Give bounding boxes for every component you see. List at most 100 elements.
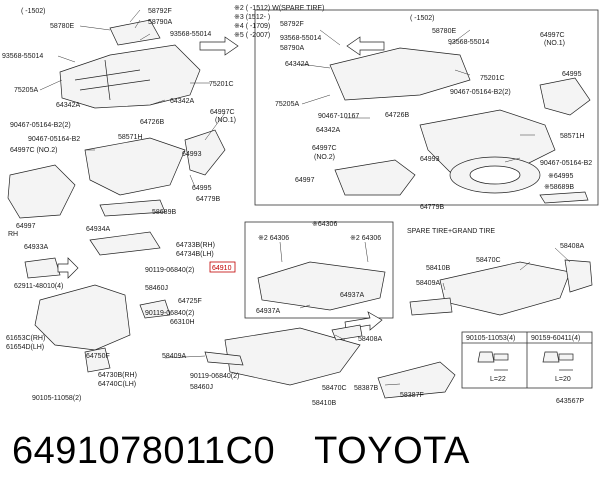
part-label: 58792F <box>148 8 172 15</box>
part-label: 64933A <box>24 244 48 251</box>
part-label: 64342A <box>56 102 80 109</box>
part-label: 58409A <box>416 280 440 287</box>
part-label: 90467-05164-B2 <box>28 136 80 143</box>
note-date-4: ※4 ( -1709) <box>234 23 270 30</box>
note-texts: ( -1502) ※2 ( -1512) W(SPARE TIRE) ※3 (1… <box>8 5 495 238</box>
mat-strip <box>539 191 589 204</box>
part-label: 64997 <box>295 177 315 184</box>
part-label: 58387F <box>400 392 424 399</box>
front-trim-shape <box>377 361 456 399</box>
part-label: 58470C <box>476 257 501 264</box>
bolt-icon <box>542 351 574 363</box>
part-label: 58387B <box>354 385 378 392</box>
part-label: 64937A <box>256 308 280 315</box>
part-label: 64779B <box>420 204 444 211</box>
cover-board <box>257 261 386 311</box>
part-label: 64750F <box>86 353 110 360</box>
top-left-assembly <box>7 19 226 219</box>
highlighted-part-label: 64910 <box>212 265 232 272</box>
part-label: 64995 <box>192 185 212 192</box>
corner-piece <box>539 77 591 116</box>
holder-shape <box>24 257 61 279</box>
part-labels: 58780E 58792F 58790A 93568-55014 93568-5… <box>2 8 592 407</box>
part-label: 64730B(RH) <box>98 372 137 379</box>
storage-box-top <box>109 19 161 46</box>
part-label: ※58689B <box>544 184 574 191</box>
part-label: ※64306 <box>312 221 337 228</box>
arrow-rh <box>57 257 79 279</box>
deck-board-shape <box>224 327 361 386</box>
part-label: ※2 64306 <box>350 235 381 242</box>
part-label: 58792F <box>280 21 304 28</box>
note-date-2: ※2 ( -1512) W(SPARE TIRE) <box>234 5 324 12</box>
part-label: 90467-10167 <box>318 113 359 120</box>
part-label: 90119-06840(2) <box>145 267 194 274</box>
spare-tire-assembly <box>329 47 591 204</box>
diagram-code: 643567P <box>556 398 584 405</box>
part-label: 90159-60411(4) <box>531 335 580 342</box>
part-label: 58790A <box>280 45 304 52</box>
part-label: 75201C <box>209 81 234 88</box>
part-label: ※2 64306 <box>258 235 289 242</box>
arrow-left-top <box>199 36 239 56</box>
note-date-6: ( -1502) <box>410 15 435 22</box>
part-label: 58790A <box>148 19 172 26</box>
part-label: 58408A <box>358 336 382 343</box>
part-label: (NO.1) <box>215 117 236 124</box>
part-label: 66310H <box>170 319 195 326</box>
part-label: 64725F <box>178 298 202 305</box>
part-label: 93568-55014 <box>280 35 321 42</box>
part-label: L=22 <box>490 376 506 383</box>
part-label: 64726B <box>140 119 164 126</box>
part-label: 58780E <box>50 23 74 30</box>
grand-cap-right <box>564 259 593 293</box>
cap-piece <box>331 324 363 341</box>
part-label: 90105-11053(4) <box>466 335 515 342</box>
part-label: 64342A <box>285 61 309 68</box>
part-label: 58460J <box>190 384 213 391</box>
part-label: 64993 <box>182 151 202 158</box>
side-box-shape <box>7 164 76 219</box>
side-strip-left <box>204 351 244 366</box>
tonneau-cover-box <box>244 221 394 319</box>
part-label: 64733B(RH) <box>176 242 215 249</box>
part-label: 75201C <box>480 75 505 82</box>
part-label: 64726B <box>385 112 409 119</box>
part-label: 90119-06840(2) <box>190 373 239 380</box>
spare-tire-box <box>254 9 599 206</box>
part-label: 64740C(LH) <box>98 381 136 388</box>
part-label: 58410B <box>426 265 450 272</box>
part-label: 64995 <box>562 71 582 78</box>
leader-lines <box>39 9 571 386</box>
part-label: (NO.2) <box>314 154 335 161</box>
part-number: 6491078011C0 <box>12 430 276 472</box>
part-label: 58410B <box>312 400 336 407</box>
part-label: 75205A <box>275 101 299 108</box>
part-label: 90105-11058(2) <box>32 395 81 402</box>
well-tray-shape <box>419 109 556 173</box>
cover-plate-shape <box>84 347 111 373</box>
part-label: 93568-55014 <box>448 39 489 46</box>
floor-tray-shape <box>59 44 201 109</box>
part-label: 58780E <box>432 28 456 35</box>
part-label: 93568-55014 <box>170 31 211 38</box>
part-label: 90467-05164-B2 <box>540 160 592 167</box>
side-panel-shape <box>334 159 416 196</box>
bolt-icons <box>477 351 574 371</box>
grand-tire-assembly <box>409 259 593 316</box>
part-label: 64779B <box>196 196 220 203</box>
part-label: 64997 <box>16 223 36 230</box>
part-label: 90119-06840(2) <box>145 310 194 317</box>
highlight-box <box>209 261 236 273</box>
front-cover-shape <box>84 137 186 196</box>
part-label: 64997C <box>312 145 337 152</box>
part-label: 61653C(RH) <box>6 335 45 342</box>
grand-board-shape <box>439 261 571 316</box>
clip-shape <box>139 299 171 319</box>
spare-tire-header: SPARE TIRE+GRAND TIRE <box>407 228 495 235</box>
part-label: 58470C <box>322 385 347 392</box>
bolt-icon <box>477 351 509 363</box>
part-label: ※64995 <box>548 173 573 180</box>
upper-tray-shape <box>329 47 471 101</box>
part-label: 58571H <box>560 133 585 140</box>
